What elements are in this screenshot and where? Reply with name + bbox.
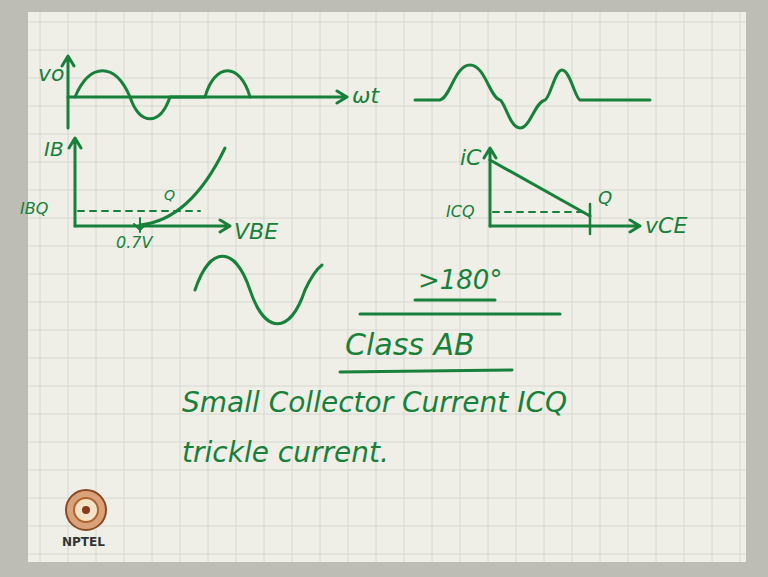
grid-line [28, 554, 746, 555]
grid-line [208, 12, 209, 562]
grid-line [28, 134, 746, 135]
logo-ring [74, 498, 98, 522]
grid-line [96, 12, 97, 562]
grid-line [544, 12, 545, 562]
grid-line [28, 22, 746, 23]
grid-line [712, 12, 713, 562]
sine-wave [195, 256, 322, 324]
grid-lines [28, 12, 746, 562]
nptel-logo [66, 490, 106, 530]
marker [134, 218, 146, 232]
axis-label: vCE [645, 214, 687, 238]
crossover-waveform [415, 65, 650, 128]
grid-line [28, 106, 746, 107]
clipped-waveform [75, 71, 250, 119]
grid-line [28, 274, 746, 275]
underline [340, 370, 512, 372]
paper-sheet [28, 12, 746, 562]
ink-drawing [62, 56, 650, 372]
grid-line [124, 12, 125, 562]
axis-label: iC [460, 146, 481, 170]
grid-line [656, 12, 657, 562]
axis-label: ωt [352, 84, 379, 108]
grid-line [28, 190, 746, 191]
dashed-line [78, 210, 200, 212]
grid-line [152, 12, 153, 562]
grid-line [292, 12, 293, 562]
input-curve [140, 148, 225, 225]
grid-line [628, 12, 629, 562]
grid-line [28, 218, 746, 219]
logo-disc [66, 490, 106, 530]
note-text: trickle current. [182, 438, 389, 469]
axis [69, 138, 81, 226]
note-text: Small Collector Current ICQ [182, 388, 567, 419]
grid-line [28, 302, 746, 303]
grid-line [28, 526, 746, 527]
quiescent-label: ICQ [446, 203, 474, 221]
grid-line [28, 50, 746, 51]
grid-line [28, 386, 746, 387]
axis-label: VBE [234, 220, 278, 244]
dashed-line [493, 211, 585, 213]
grid-line [600, 12, 601, 562]
grid-line [684, 12, 685, 562]
load-line [490, 160, 590, 216]
operating-point: Q [598, 188, 612, 208]
grid-line [28, 498, 746, 499]
logo-text: NPTEL [62, 536, 105, 549]
grid-line [516, 12, 517, 562]
underline [415, 299, 495, 302]
grid-line [740, 12, 741, 562]
grid-line [28, 162, 746, 163]
class-heading: Class AB [345, 328, 475, 361]
grid-line [236, 12, 237, 562]
grid-line [40, 12, 41, 562]
grid-line [264, 12, 265, 562]
grid-line [28, 78, 746, 79]
grid-line [572, 12, 573, 562]
tick-mark [589, 204, 592, 234]
underline [360, 313, 560, 316]
quiescent-label: IBQ [20, 200, 48, 218]
grid-line [28, 470, 746, 471]
axis [490, 220, 640, 232]
operating-point: Q [164, 188, 175, 203]
logo-center [82, 506, 90, 514]
voltage-label: 0.7V [116, 234, 152, 252]
grid-line [348, 12, 349, 562]
axis-label: vo [38, 62, 64, 86]
grid-line [320, 12, 321, 562]
angle-label: >180° [418, 266, 502, 295]
grid-line [180, 12, 181, 562]
axis-label: IB [44, 138, 64, 160]
grid-line [404, 12, 405, 562]
